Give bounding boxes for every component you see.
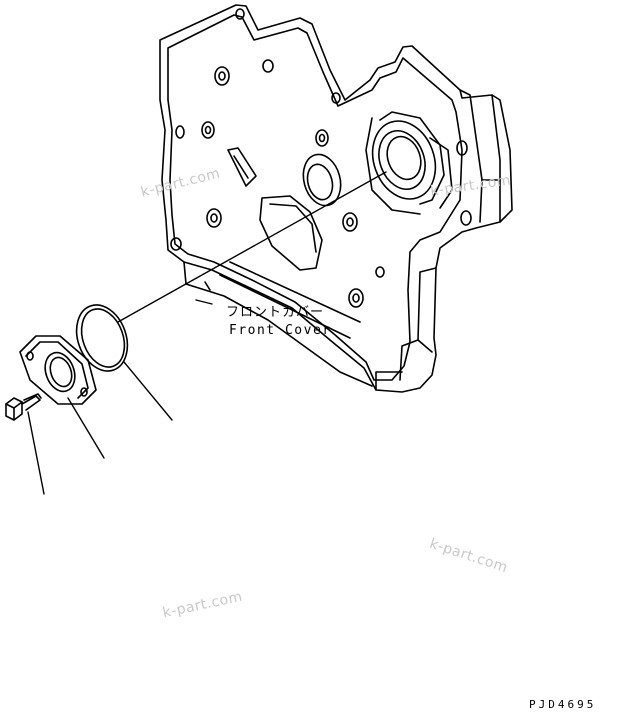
cover-plate [19, 335, 97, 405]
o-ring [75, 304, 129, 372]
leader-lines [27, 171, 387, 495]
part-label-english: Front Cover [229, 323, 332, 338]
flange-bolt [5, 393, 42, 421]
drawing-code: PJD4695 [529, 698, 597, 711]
part-label-japanese: フロントカバー [226, 305, 325, 320]
front-cover-casting [159, 4, 513, 393]
casting-bolt-holes [170, 8, 472, 308]
